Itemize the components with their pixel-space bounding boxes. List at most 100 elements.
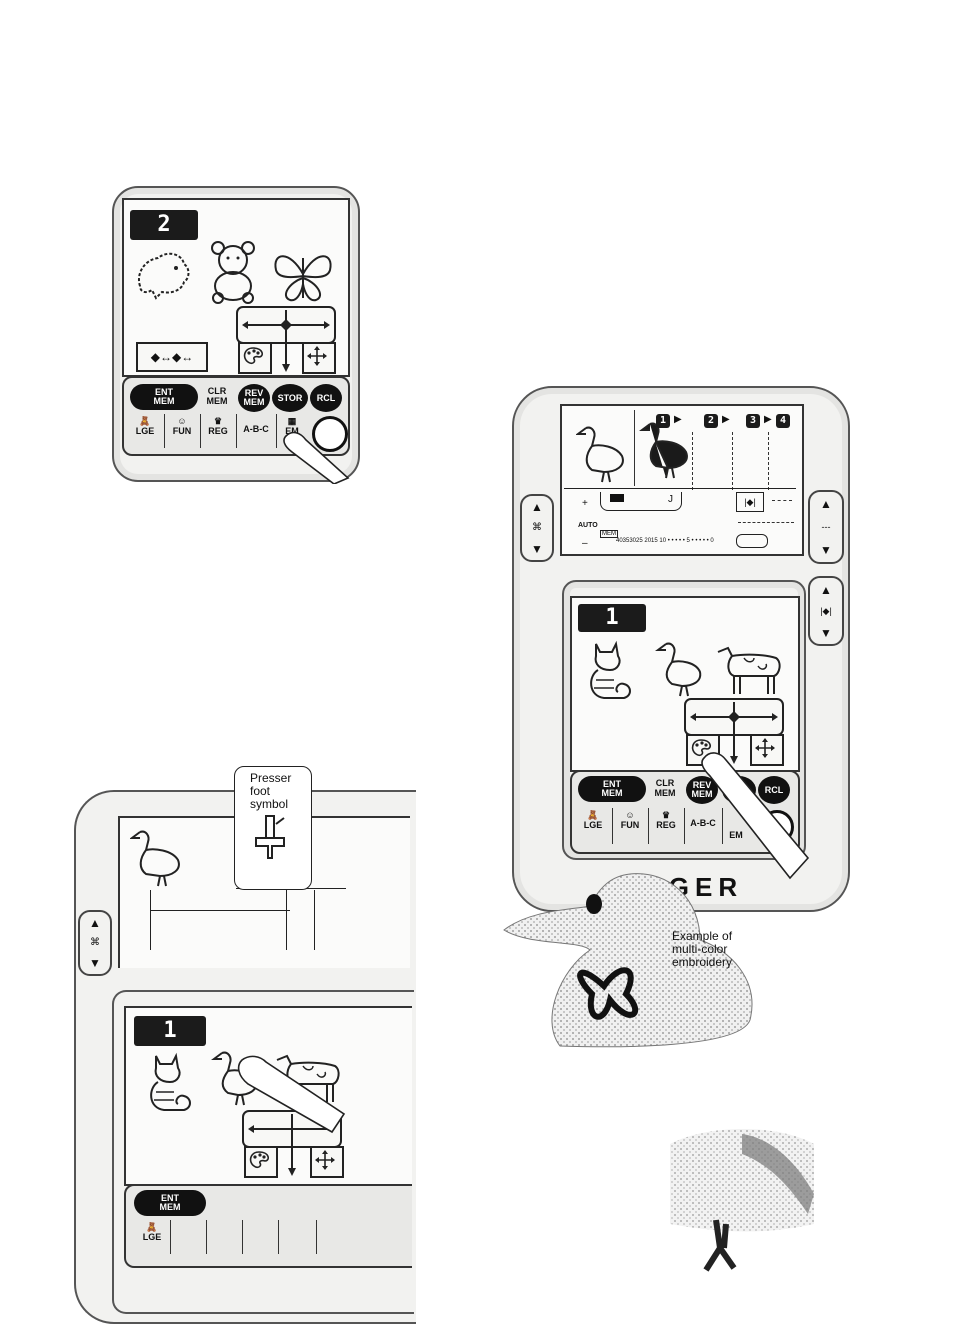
multicolor-caption: Example of multi-color embroidery: [672, 929, 733, 969]
duck-embroidery-photo: [503, 873, 753, 1048]
dotted-divider: [692, 432, 694, 490]
stitch-length-scale: 40353025 2015 10 • • • • • 5 • • • • • 0: [616, 538, 714, 544]
lge-label: LGE: [583, 820, 603, 830]
pattern-number-display: 2: [130, 210, 198, 240]
cat-icon[interactable]: [584, 640, 636, 702]
move-arrows-icon: [755, 738, 775, 758]
reg-category-button[interactable]: ♛REG: [208, 416, 228, 436]
pointing-finger-b: [701, 752, 810, 880]
tension-icon: ⌘: [532, 522, 542, 534]
move-frame-button[interactable]: [310, 1146, 344, 1178]
lge-label: LGE: [135, 426, 155, 436]
width-icon: |◆|: [820, 605, 832, 616]
strip-divider: [612, 808, 613, 844]
foot-indicator: [610, 494, 624, 502]
position-pad-b[interactable]: [684, 698, 784, 764]
tension-adjust-button[interactable]: ▲⌘▼: [520, 494, 554, 562]
strip-divider: [316, 1220, 317, 1254]
cow-icon[interactable]: [714, 642, 784, 696]
tension-plus-label: +: [582, 498, 588, 509]
width-bars: [738, 522, 794, 523]
goose-icon: [130, 830, 180, 887]
clr-mem-button[interactable]: CLR MEM: [206, 386, 228, 406]
start-stop-button[interactable]: [312, 416, 348, 452]
fun-category-button[interactable]: ☺FUN: [172, 416, 192, 436]
fun-category-button[interactable]: ☺FUN: [620, 810, 640, 830]
goose-legs-embroidery-photo: [670, 1129, 814, 1272]
foot-letter-j: J: [668, 494, 673, 505]
ent-mem-button[interactable]: ENT MEM: [134, 1190, 206, 1216]
width-indicator-box: |◆|: [736, 492, 764, 512]
strip-divider: [236, 414, 237, 448]
presser-foot-icon: [255, 815, 285, 859]
strip-divider: [242, 1220, 243, 1254]
pattern-number-display: 1: [578, 604, 646, 632]
up-arrow-icon: ▲: [820, 497, 832, 512]
strip-divider: [170, 1220, 171, 1254]
strip-divider: [200, 414, 201, 448]
cat-icon[interactable]: [142, 1052, 198, 1114]
fun-label: FUN: [172, 426, 192, 436]
color-step-3: 3: [746, 414, 760, 428]
clr-mem-button[interactable]: CLR MEM: [654, 778, 676, 798]
reg-label: REG: [656, 820, 676, 830]
tension-adjust-button[interactable]: ▲ ⌘ ▼: [78, 910, 112, 976]
strip-divider: [722, 808, 723, 844]
width-adjust-button[interactable]: ▲|◆|▼: [808, 576, 844, 646]
pointing-finger-a: [283, 431, 350, 484]
leader-line: [314, 890, 315, 950]
duck-icon[interactable]: [654, 640, 706, 698]
callout-text: Presser foot symbol: [250, 771, 292, 811]
move-frame-button[interactable]: [750, 734, 784, 766]
butterfly-icon[interactable]: [270, 248, 336, 304]
color-palette-icon: [691, 739, 711, 757]
stor-button[interactable]: STOR: [272, 384, 308, 412]
color-step-4: 4: [776, 414, 790, 428]
strip-divider: [684, 808, 685, 844]
rcl-button[interactable]: RCL: [310, 384, 342, 412]
abc-category-button[interactable]: A-B-C: [690, 818, 716, 828]
length-indicator-box: [736, 534, 768, 548]
move-arrows-icon: [307, 346, 327, 366]
pig-icon[interactable]: [132, 246, 194, 302]
teddy-bear-icon[interactable]: [206, 240, 260, 304]
lge-category-button[interactable]: 🧸LGE: [142, 1222, 162, 1242]
abc-category-button[interactable]: A-B-C: [243, 424, 269, 434]
rcl-button[interactable]: RCL: [758, 776, 790, 804]
ent-mem-button[interactable]: ENT MEM: [578, 776, 646, 802]
pattern-number-display: 1: [134, 1016, 206, 1046]
lcd-divider: [634, 410, 635, 486]
step-arrow: ▶: [674, 414, 682, 425]
length-icon: ---: [821, 521, 831, 532]
tension-icon: ⌘: [90, 937, 100, 949]
emb-category-button[interactable]: EM: [729, 830, 743, 840]
color-palette-icon: [243, 347, 263, 365]
button-strip-c: [124, 1184, 412, 1268]
emb-label: EM: [285, 426, 299, 436]
stitch-density-buttons[interactable]: ◆↔◆↔: [136, 342, 208, 372]
emb-category-button[interactable]: ▦EM: [285, 416, 299, 436]
ent-mem-button[interactable]: ENT MEM: [130, 384, 198, 410]
lge-category-button[interactable]: 🧸LGE: [583, 810, 603, 830]
dotted-divider: [732, 432, 734, 490]
step-arrow: ▶: [764, 414, 772, 425]
up-arrow-icon: ▲: [89, 915, 101, 930]
reg-category-button[interactable]: ♛REG: [656, 810, 676, 830]
rev-mem-button[interactable]: REV MEM: [238, 384, 270, 412]
mem-tag: MEM: [600, 530, 618, 538]
up-arrow-icon: ▲: [531, 500, 543, 515]
strip-divider: [648, 808, 649, 844]
pointing-finger-c: [237, 1055, 346, 1134]
auto-label: AUTO: [578, 522, 598, 529]
lcd-separator: [150, 910, 290, 911]
length-adjust-button[interactable]: ▲---▼: [808, 490, 844, 564]
goose-filled-icon: [639, 422, 688, 479]
tension-minus-label: –: [582, 538, 588, 549]
strip-divider: [278, 1220, 279, 1254]
step-arrow: ▶: [722, 414, 730, 425]
lge-category-button[interactable]: 🧸LGE: [135, 416, 155, 436]
position-pad-a[interactable]: [236, 306, 336, 372]
move-frame-button[interactable]: [302, 342, 336, 374]
down-arrow-icon: ▼: [89, 956, 101, 971]
move-arrows-icon: [315, 1150, 335, 1170]
